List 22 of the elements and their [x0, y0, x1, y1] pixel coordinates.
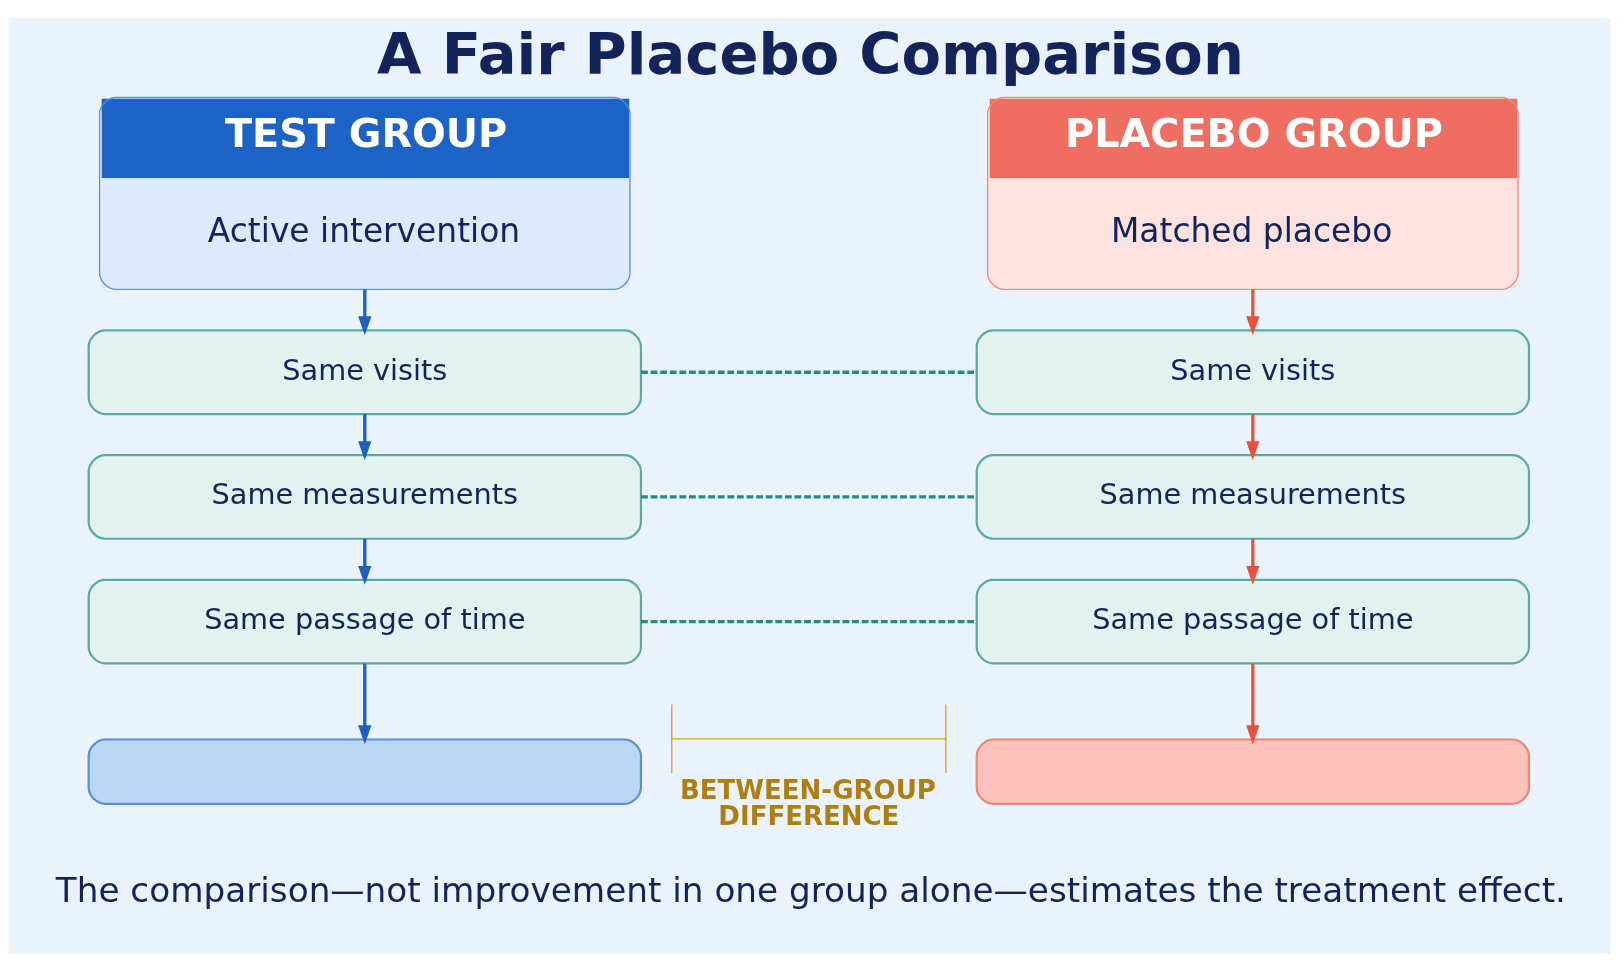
node-box: Same passage of time — [975, 578, 1531, 665]
arrow — [358, 413, 372, 460]
arrow — [1246, 538, 1260, 585]
node-box: Same passage of time — [87, 578, 643, 665]
connector — [641, 619, 977, 623]
node-box: Same visits — [87, 328, 643, 415]
arrow — [358, 663, 372, 744]
arrow — [1246, 289, 1260, 335]
diagram-title: A Fair Placebo Comparison — [377, 20, 1244, 88]
node-box: Same measurements — [87, 453, 643, 540]
label: BETWEEN-GROUP DIFFERENCE — [679, 774, 936, 831]
arrow — [358, 289, 372, 335]
node-box: Same visits — [975, 328, 1531, 415]
arrow — [1246, 413, 1260, 460]
node-box: Same measurements — [975, 453, 1531, 540]
node-bar — [87, 737, 643, 805]
caption: The comparison—not improvement in one group alone—estimates the treatment effect. — [55, 869, 1566, 910]
connector — [641, 370, 977, 374]
arrow — [1246, 663, 1260, 744]
arrow — [358, 538, 372, 585]
node-bar — [975, 737, 1531, 805]
connector — [641, 494, 977, 499]
